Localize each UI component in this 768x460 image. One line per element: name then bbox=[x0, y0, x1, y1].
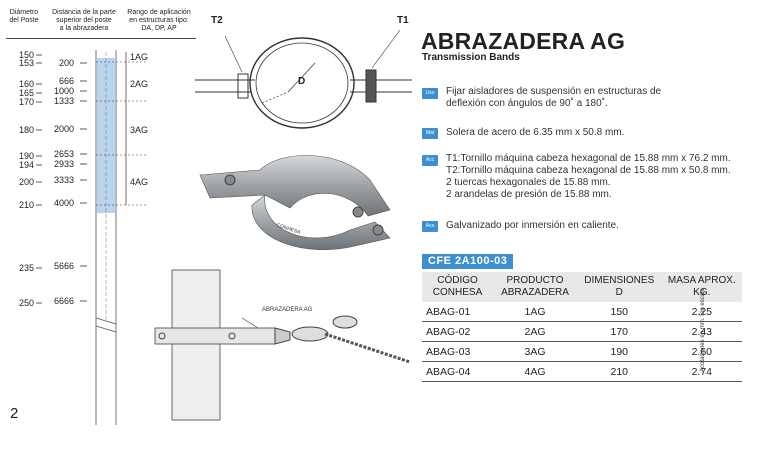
column-header: CÓDIGO CONHESA bbox=[422, 272, 494, 302]
diameter-value: 210 bbox=[18, 200, 34, 210]
clamp-technical-drawing bbox=[195, 29, 412, 129]
diameter-value: 200 bbox=[18, 177, 34, 187]
spec-badge: Aca bbox=[422, 221, 438, 232]
side-note: Acotaciones en mm. Sin escala bbox=[700, 288, 706, 372]
header-rule bbox=[6, 38, 196, 39]
cell-mass: 2.60 bbox=[661, 341, 742, 362]
column-header: PRODUCTO ABRAZADERA bbox=[493, 272, 577, 302]
diameter-value: 165 bbox=[18, 88, 34, 98]
diameter-value: 153 bbox=[18, 58, 34, 68]
cell-dimension: 150 bbox=[576, 302, 662, 322]
product-table: CÓDIGO CONHESA PRODUCTO ABRAZADERA DIMEN… bbox=[422, 272, 742, 382]
table-row: ABAG-02 2AG 170 2.43 bbox=[422, 321, 742, 342]
distance-value: 1000 bbox=[53, 86, 74, 96]
column-header: MASA APROX. KG. bbox=[661, 272, 742, 302]
page-number: 2 bbox=[10, 405, 19, 422]
page-title: ABRAZADERA AG bbox=[421, 28, 626, 54]
label-t2: T2 bbox=[211, 15, 223, 26]
table-row: ABAG-03 3AG 190 2.60 bbox=[422, 341, 742, 362]
cell-code: ABAG-04 bbox=[422, 361, 494, 382]
spec-badge: Acc bbox=[422, 155, 438, 166]
cell-dimension: 210 bbox=[576, 361, 662, 382]
cell-product: 1AG bbox=[493, 302, 577, 322]
cell-mass: 2.25 bbox=[661, 302, 742, 322]
cell-dimension: 170 bbox=[576, 321, 662, 342]
distance-value: 6666 bbox=[53, 296, 74, 306]
distance-value: 1333 bbox=[53, 96, 74, 106]
label-t1: T1 bbox=[397, 15, 409, 26]
cell-code: ABAG-02 bbox=[422, 321, 494, 342]
cell-mass: 2.43 bbox=[661, 321, 742, 342]
table-header-row: CÓDIGO CONHESA PRODUCTO ABRAZADERA DIMEN… bbox=[422, 272, 742, 302]
diameter-value: 160 bbox=[18, 79, 34, 89]
spec-badge: Mat bbox=[422, 128, 438, 139]
label-d: D bbox=[298, 76, 306, 87]
spec-text: Solera de acero de 6.35 mm x 50.8 mm. bbox=[446, 127, 625, 138]
distance-value: 200 bbox=[58, 58, 74, 68]
diameter-value: 235 bbox=[18, 263, 34, 273]
header-diameter: Diámetro del Poste bbox=[9, 9, 39, 24]
range-label: 3AG bbox=[130, 125, 149, 135]
distance-value: 2000 bbox=[53, 124, 74, 134]
diameter-value: 180 bbox=[18, 125, 34, 135]
range-label: 1AG bbox=[130, 52, 149, 62]
cell-code: ABAG-03 bbox=[422, 341, 494, 362]
clamp-photo bbox=[199, 155, 391, 250]
distance-value: 3333 bbox=[53, 175, 74, 185]
cfe-code-bar: CFE 2A100-03 bbox=[422, 254, 514, 269]
cell-mass: 2.74 bbox=[661, 361, 742, 382]
cell-product: 3AG bbox=[493, 341, 577, 362]
table-row: ABAG-04 4AG 210 2.74 bbox=[422, 361, 742, 382]
distance-ticks bbox=[80, 62, 87, 302]
range-label: 2AG bbox=[130, 79, 149, 89]
diameter-value: 150 bbox=[18, 50, 34, 60]
distance-value: 5666 bbox=[53, 261, 74, 271]
diameter-ticks bbox=[36, 54, 42, 304]
diameter-value: 194 bbox=[18, 160, 34, 170]
diameter-value: 250 bbox=[18, 298, 34, 308]
cell-code: ABAG-01 bbox=[422, 302, 494, 322]
distance-value: 2933 bbox=[53, 159, 74, 169]
spec-badge: Uso bbox=[422, 88, 438, 99]
diameter-value: 190 bbox=[18, 151, 34, 161]
distance-value: 4000 bbox=[53, 198, 74, 208]
distance-value: 666 bbox=[58, 76, 74, 86]
spec-text: Galvanizado por inmersión en caliente. bbox=[446, 220, 619, 231]
range-label: 4AG bbox=[130, 177, 149, 187]
spec-text: T1:Tornillo máquina cabeza hexagonal de … bbox=[446, 153, 731, 200]
diameter-value: 170 bbox=[18, 97, 34, 107]
header-distance: Distancia de la parte superior del poste… bbox=[52, 9, 116, 32]
cell-product: 4AG bbox=[493, 361, 577, 382]
cell-product: 2AG bbox=[493, 321, 577, 342]
distance-value: 2653 bbox=[53, 149, 74, 159]
install-label: ABRAZADERA AG bbox=[262, 307, 313, 313]
installation-illustration bbox=[154, 269, 411, 421]
column-header: DIMENSIONES D bbox=[576, 272, 662, 302]
table-row: ABAG-01 1AG 150 2.25 bbox=[422, 302, 742, 322]
pole-diagram bbox=[95, 50, 148, 425]
header-range: Rango de aplicación en estructuras tipo:… bbox=[127, 9, 191, 32]
page-subtitle: Transmission Bands bbox=[422, 52, 520, 63]
cell-dimension: 190 bbox=[576, 341, 662, 362]
spec-text: Fijar aisladores de suspensión en estruc… bbox=[446, 86, 662, 109]
